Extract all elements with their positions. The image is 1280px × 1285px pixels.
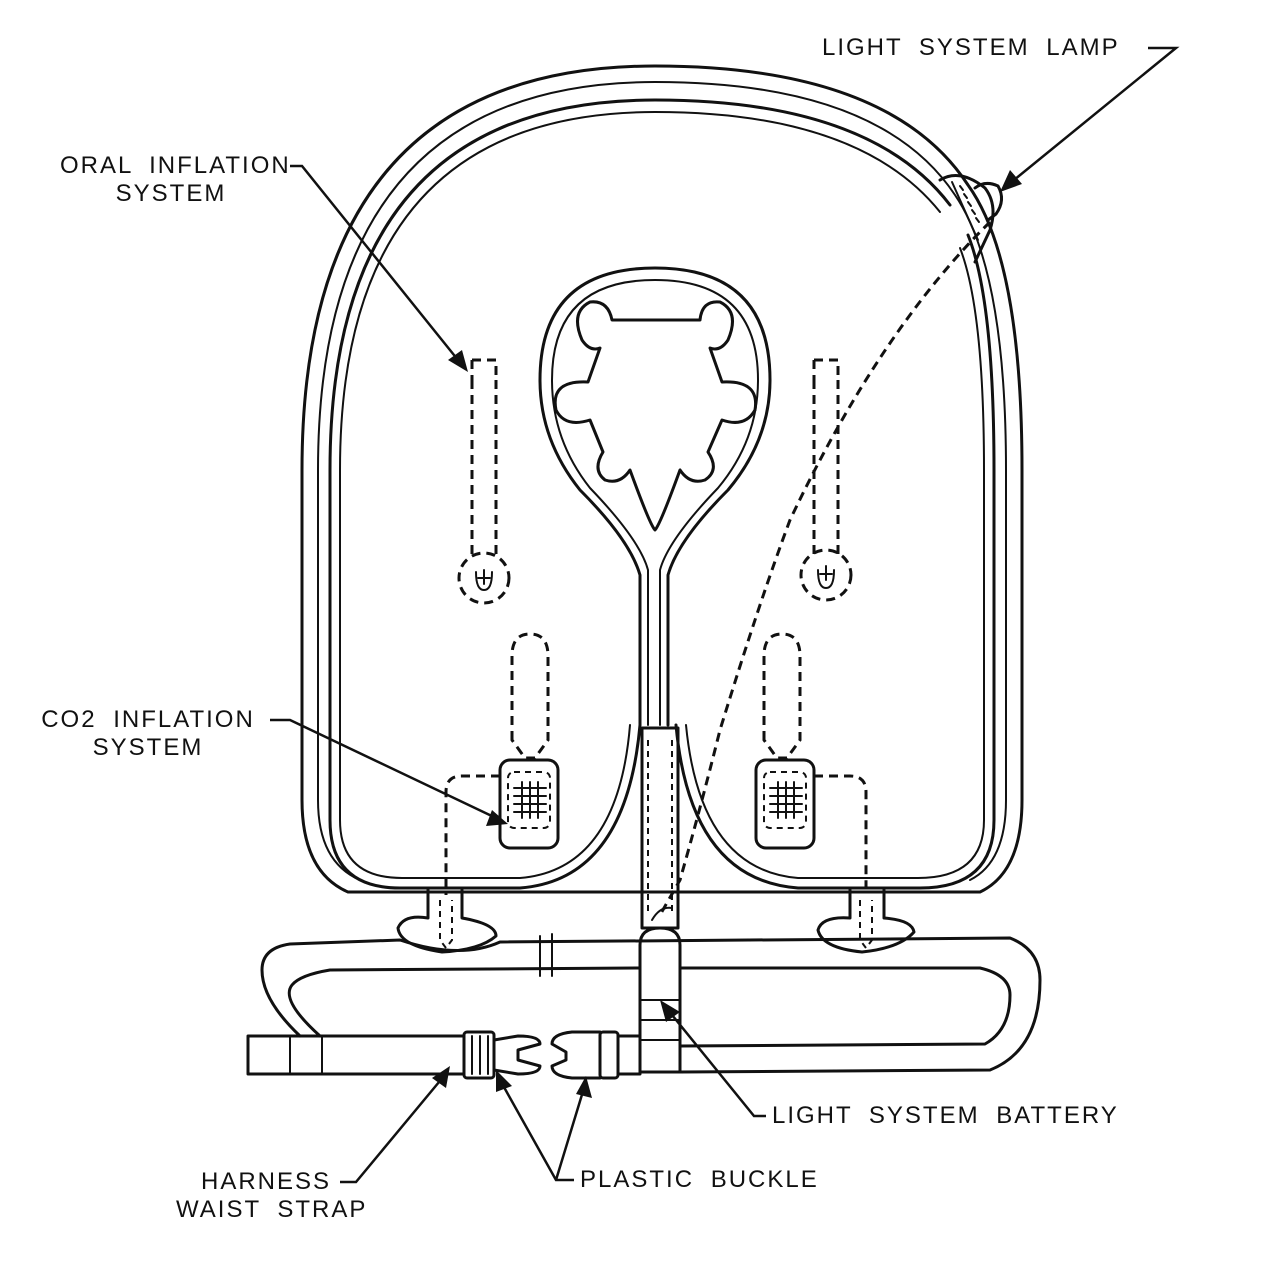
leader-harness: [340, 1066, 450, 1184]
label-harness-line1: HARNESS: [200, 1168, 332, 1195]
leader-lamp: [1000, 46, 1180, 192]
waist-strap-loop: [260, 933, 1042, 1074]
waist-strap-tail: [246, 1034, 466, 1076]
light-battery: [638, 906, 682, 1074]
leader-co2: [270, 718, 508, 826]
leader-oral: [290, 164, 468, 372]
label-co2-inflation-system: CO2 INFLATION SYSTEM: [34, 706, 262, 762]
oral-inflation-tube-left: [457, 358, 511, 605]
left-inner-chamber: [328, 98, 952, 890]
co2-inflator-left: [444, 632, 560, 895]
plastic-buckle-female: [550, 1030, 642, 1080]
label-light-system-lamp: LIGHT SYSTEM LAMP: [822, 34, 1120, 61]
leader-buckle: [496, 1070, 592, 1182]
right-inner-chamber: [674, 233, 996, 890]
label-oral-inflation-line1: ORAL INFLATION: [60, 152, 291, 179]
leader-battery: [660, 1000, 766, 1118]
head-opening: [538, 266, 772, 727]
label-plastic-buckle: PLASTIC BUCKLE: [580, 1166, 819, 1193]
strap-loop-right: [816, 888, 916, 954]
label-harness-line2: WAIST STRAP: [176, 1196, 368, 1223]
center-tube: [640, 726, 680, 930]
bladder-outline: [300, 64, 1024, 894]
label-oral-inflation-system: ORAL INFLATION SYSTEM: [60, 152, 291, 208]
label-co2-inflation-line2: SYSTEM: [92, 734, 204, 761]
co2-inflator-right: [754, 632, 868, 895]
label-light-system-battery: LIGHT SYSTEM BATTERY: [772, 1102, 1119, 1129]
label-co2-inflation-line1: CO2 INFLATION: [41, 706, 255, 733]
label-harness-waist-strap: HARNESS WAIST STRAP: [176, 1168, 368, 1224]
lamp-housing: [938, 174, 1003, 264]
label-oral-inflation-line2: SYSTEM: [115, 180, 227, 207]
plastic-buckle-male: [462, 1030, 542, 1080]
strap-loop-left: [396, 888, 498, 954]
